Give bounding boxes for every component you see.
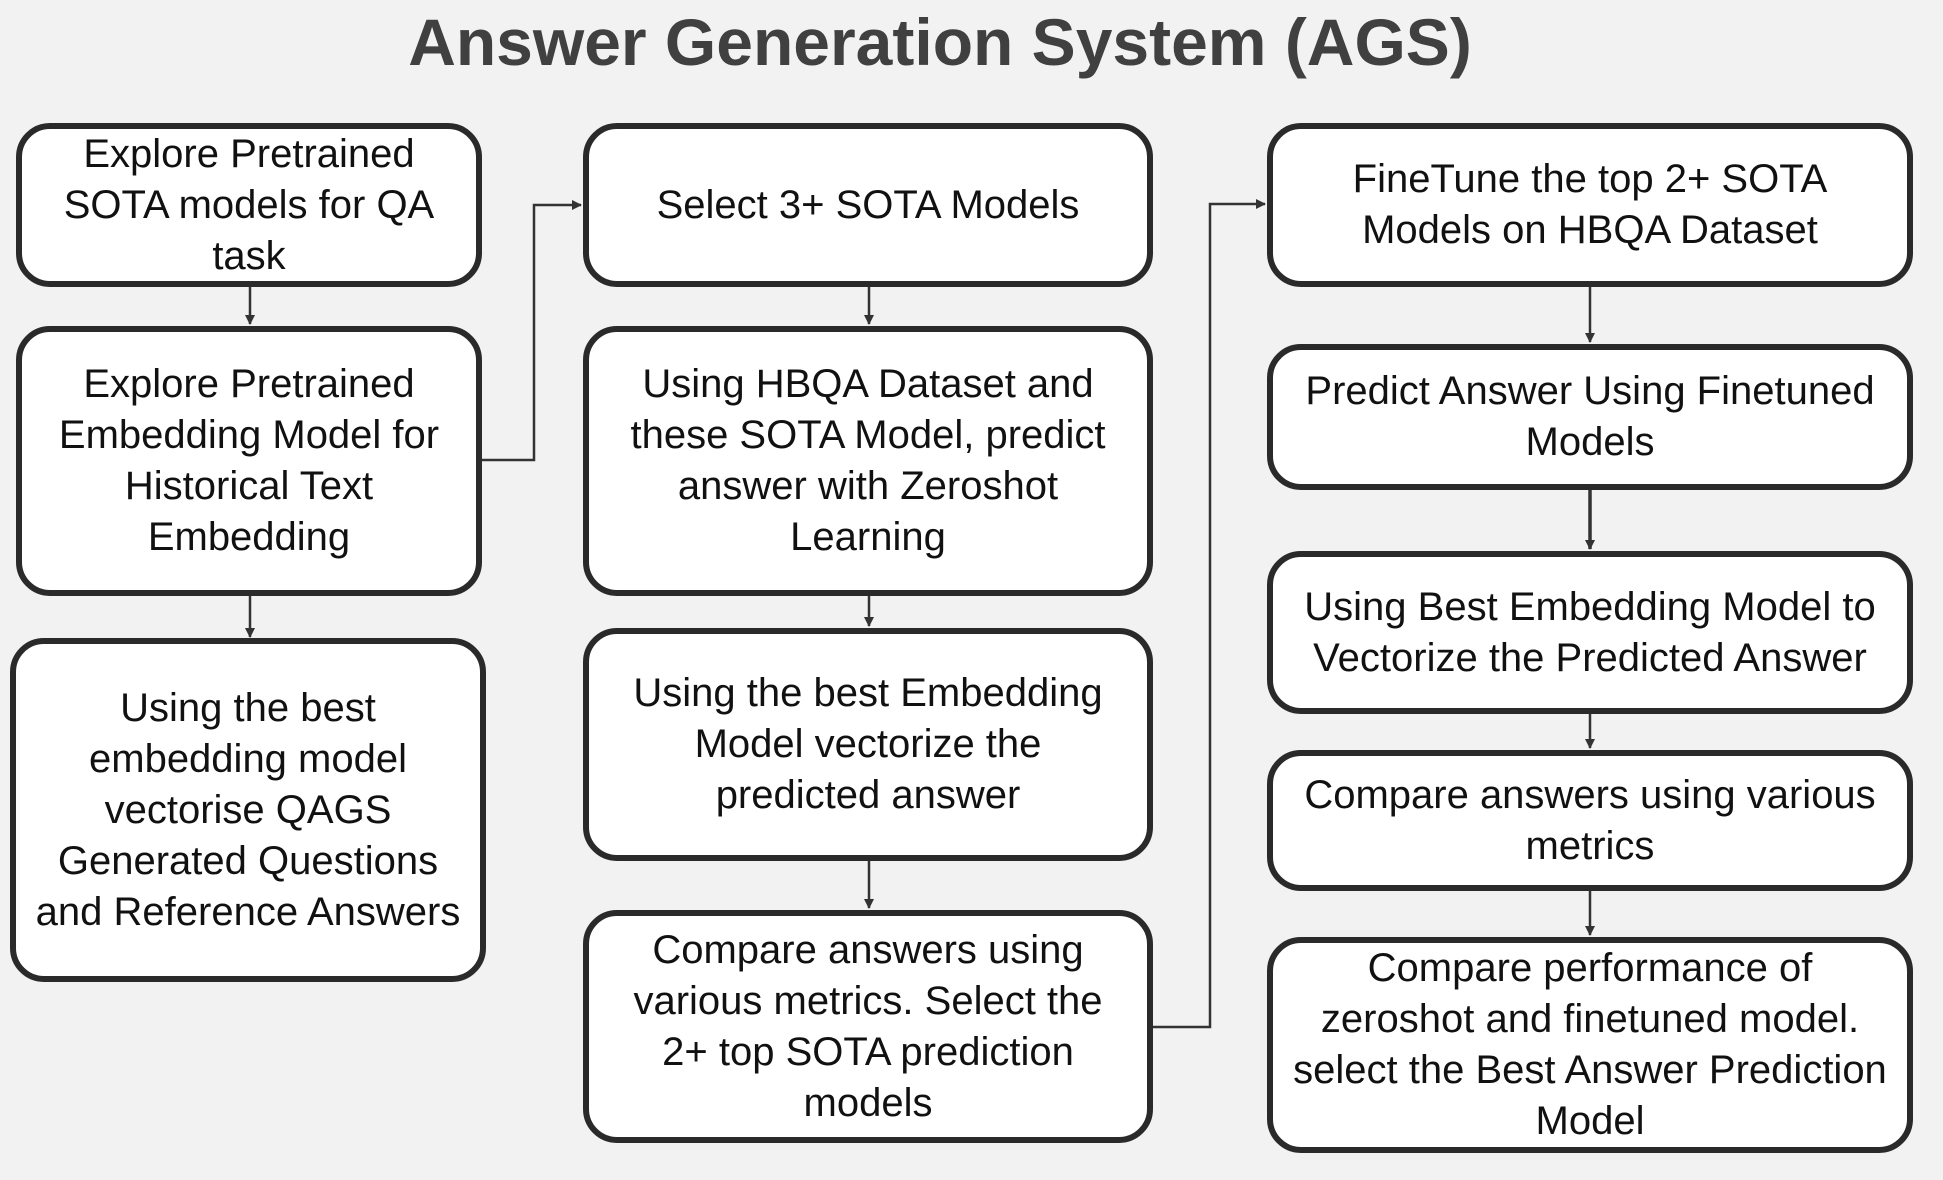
step-box: Using the best embedding model vectorise…: [10, 638, 486, 982]
step-box: Using Best Embedding Model to Vectorize …: [1267, 551, 1913, 714]
step-text: Select 3+ SOTA Models: [656, 182, 1080, 227]
step-box: Using HBQA Dataset and these SOTA Model,…: [583, 326, 1153, 596]
step-text: Using the best Embedding Model vectorize…: [633, 671, 1103, 817]
step-box: Using the best Embedding Model vectorize…: [583, 628, 1153, 861]
step-text: Using HBQA Dataset and these SOTA Model,…: [630, 362, 1106, 559]
step-box: Explore Pretrained SOTA models for QA ta…: [16, 123, 482, 287]
step-text: Compare performance of zeroshot and fine…: [1293, 946, 1887, 1143]
arrow-c1-to-c2: [481, 200, 582, 462]
step-text: Explore Pretrained Embedding Model for H…: [58, 362, 440, 559]
step-box: Select 3+ SOTA Models: [583, 123, 1153, 287]
step-box: Compare answers using various metrics. S…: [583, 910, 1153, 1143]
arrow-c2-to-c3: [1152, 199, 1266, 1029]
step-box: Predict Answer Using Finetuned Models: [1267, 344, 1913, 490]
step-text: FineTune the top 2+ SOTA Models on HBQA …: [1352, 157, 1828, 252]
step-text: Compare answers using various metrics: [1304, 772, 1876, 868]
step-text: Compare answers using various metrics. S…: [633, 927, 1103, 1125]
step-text: Using Best Embedding Model to Vectorize …: [1304, 584, 1876, 680]
diagram-title: Answer Generation System (AGS): [408, 5, 1472, 79]
step-text: Explore Pretrained SOTA models for QA ta…: [63, 131, 435, 278]
step-box: Compare performance of zeroshot and fine…: [1267, 937, 1913, 1153]
step-box: Compare answers using various metrics: [1267, 750, 1913, 891]
step-box: Explore Pretrained Embedding Model for H…: [16, 326, 482, 596]
step-box: FineTune the top 2+ SOTA Models on HBQA …: [1267, 123, 1913, 287]
step-text: Using the best embedding model vectorise…: [35, 685, 461, 934]
step-text: Predict Answer Using Finetuned Models: [1305, 369, 1875, 464]
